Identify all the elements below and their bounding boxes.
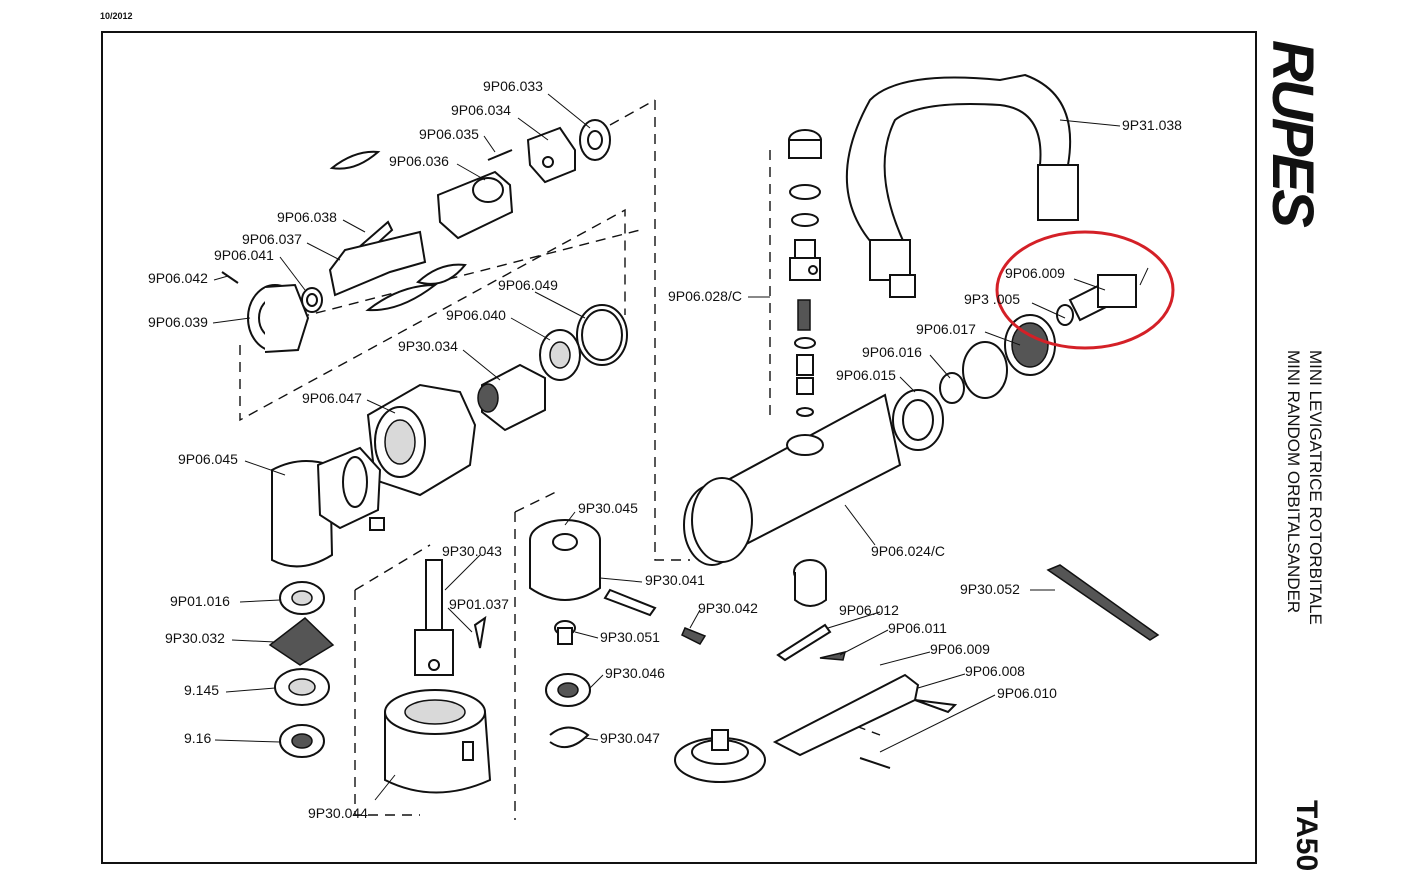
part-label: 9P30.042 bbox=[698, 600, 758, 616]
part-label: 9P06.033 bbox=[483, 78, 543, 94]
part-label: 9P30.044 bbox=[308, 805, 368, 821]
assembly-guides bbox=[239, 99, 881, 820]
part-label: 9P30.052 bbox=[960, 581, 1020, 597]
part-label: 9P30.041 bbox=[645, 572, 705, 588]
product-title-italian: MINI LEVIGATRICE ROTORBITALE bbox=[1306, 350, 1325, 625]
part-label: 9P06.028/C bbox=[668, 288, 742, 304]
part-label: 9P06.009 bbox=[1005, 265, 1065, 281]
part-label: 9P30.034 bbox=[398, 338, 458, 354]
brand-logo-text: RUPES bbox=[1260, 40, 1325, 225]
product-title: MINI LEVIGATRICE ROTORBITALE MINI RANDOM… bbox=[1278, 350, 1330, 650]
part-label: 9P3 .005 bbox=[964, 291, 1020, 307]
part-label: 9P30.045 bbox=[578, 500, 638, 516]
part-label: 9P30.051 bbox=[600, 629, 660, 645]
part-label: 9P30.043 bbox=[442, 543, 502, 559]
part-label: 9P06.041 bbox=[214, 247, 274, 263]
part-label: 9P06.036 bbox=[389, 153, 449, 169]
part-label: 9P06.034 bbox=[451, 102, 511, 118]
part-label: 9P06.047 bbox=[302, 390, 362, 406]
diagram-frame bbox=[101, 31, 1257, 864]
part-label: 9P06.039 bbox=[148, 314, 208, 330]
part-label: 9P30.047 bbox=[600, 730, 660, 746]
part-labels: 9P06.033 9P06.034 9P06.035 9P06.036 9P06… bbox=[148, 78, 1182, 821]
part-label: 9P30.046 bbox=[605, 665, 665, 681]
revision-date: 10/2012 bbox=[100, 11, 133, 21]
part-label: 9P31.038 bbox=[1122, 117, 1182, 133]
part-label: 9P30.032 bbox=[165, 630, 225, 646]
highlight-circle bbox=[995, 230, 1175, 350]
part-label: 9P06.024/C bbox=[871, 543, 945, 559]
part-label: 9P06.045 bbox=[178, 451, 238, 467]
product-title-english: MINI RANDOM ORBITALSANDER bbox=[1284, 350, 1303, 614]
part-label: 9P01.016 bbox=[170, 593, 230, 609]
part-label: 9.16 bbox=[184, 730, 211, 746]
part-label: 9P01.037 bbox=[449, 596, 509, 612]
brand-logo: RUPES bbox=[1260, 40, 1325, 255]
motor-assembly bbox=[221, 119, 628, 497]
part-label: 9P06.012 bbox=[839, 602, 899, 618]
part-label: 9P06.037 bbox=[242, 231, 302, 247]
model-code: TA50 bbox=[1288, 800, 1328, 872]
part-label: 9P06.040 bbox=[446, 307, 506, 323]
part-label: 9P06.008 bbox=[965, 663, 1025, 679]
part-label: 9.145 bbox=[184, 682, 219, 698]
part-label: 9P06.017 bbox=[916, 321, 976, 337]
model-code-text: TA50 bbox=[1290, 800, 1323, 872]
part-label: 9P06.015 bbox=[836, 367, 896, 383]
part-label: 9P06.010 bbox=[997, 685, 1057, 701]
part-label: 9P06.049 bbox=[498, 277, 558, 293]
housing-and-hose bbox=[683, 73, 1137, 607]
leader-lines bbox=[212, 93, 1149, 801]
lever-and-pad bbox=[674, 564, 1160, 783]
part-label: 9P06.009 bbox=[930, 641, 990, 657]
part-label: 9P06.038 bbox=[277, 209, 337, 225]
valve-stack bbox=[788, 129, 822, 417]
part-label: 9P06.042 bbox=[148, 270, 208, 286]
angle-head-assembly bbox=[268, 446, 707, 794]
part-label: 9P06.016 bbox=[862, 344, 922, 360]
part-label: 9P06.011 bbox=[888, 620, 947, 636]
part-label: 9P06.035 bbox=[419, 126, 479, 142]
